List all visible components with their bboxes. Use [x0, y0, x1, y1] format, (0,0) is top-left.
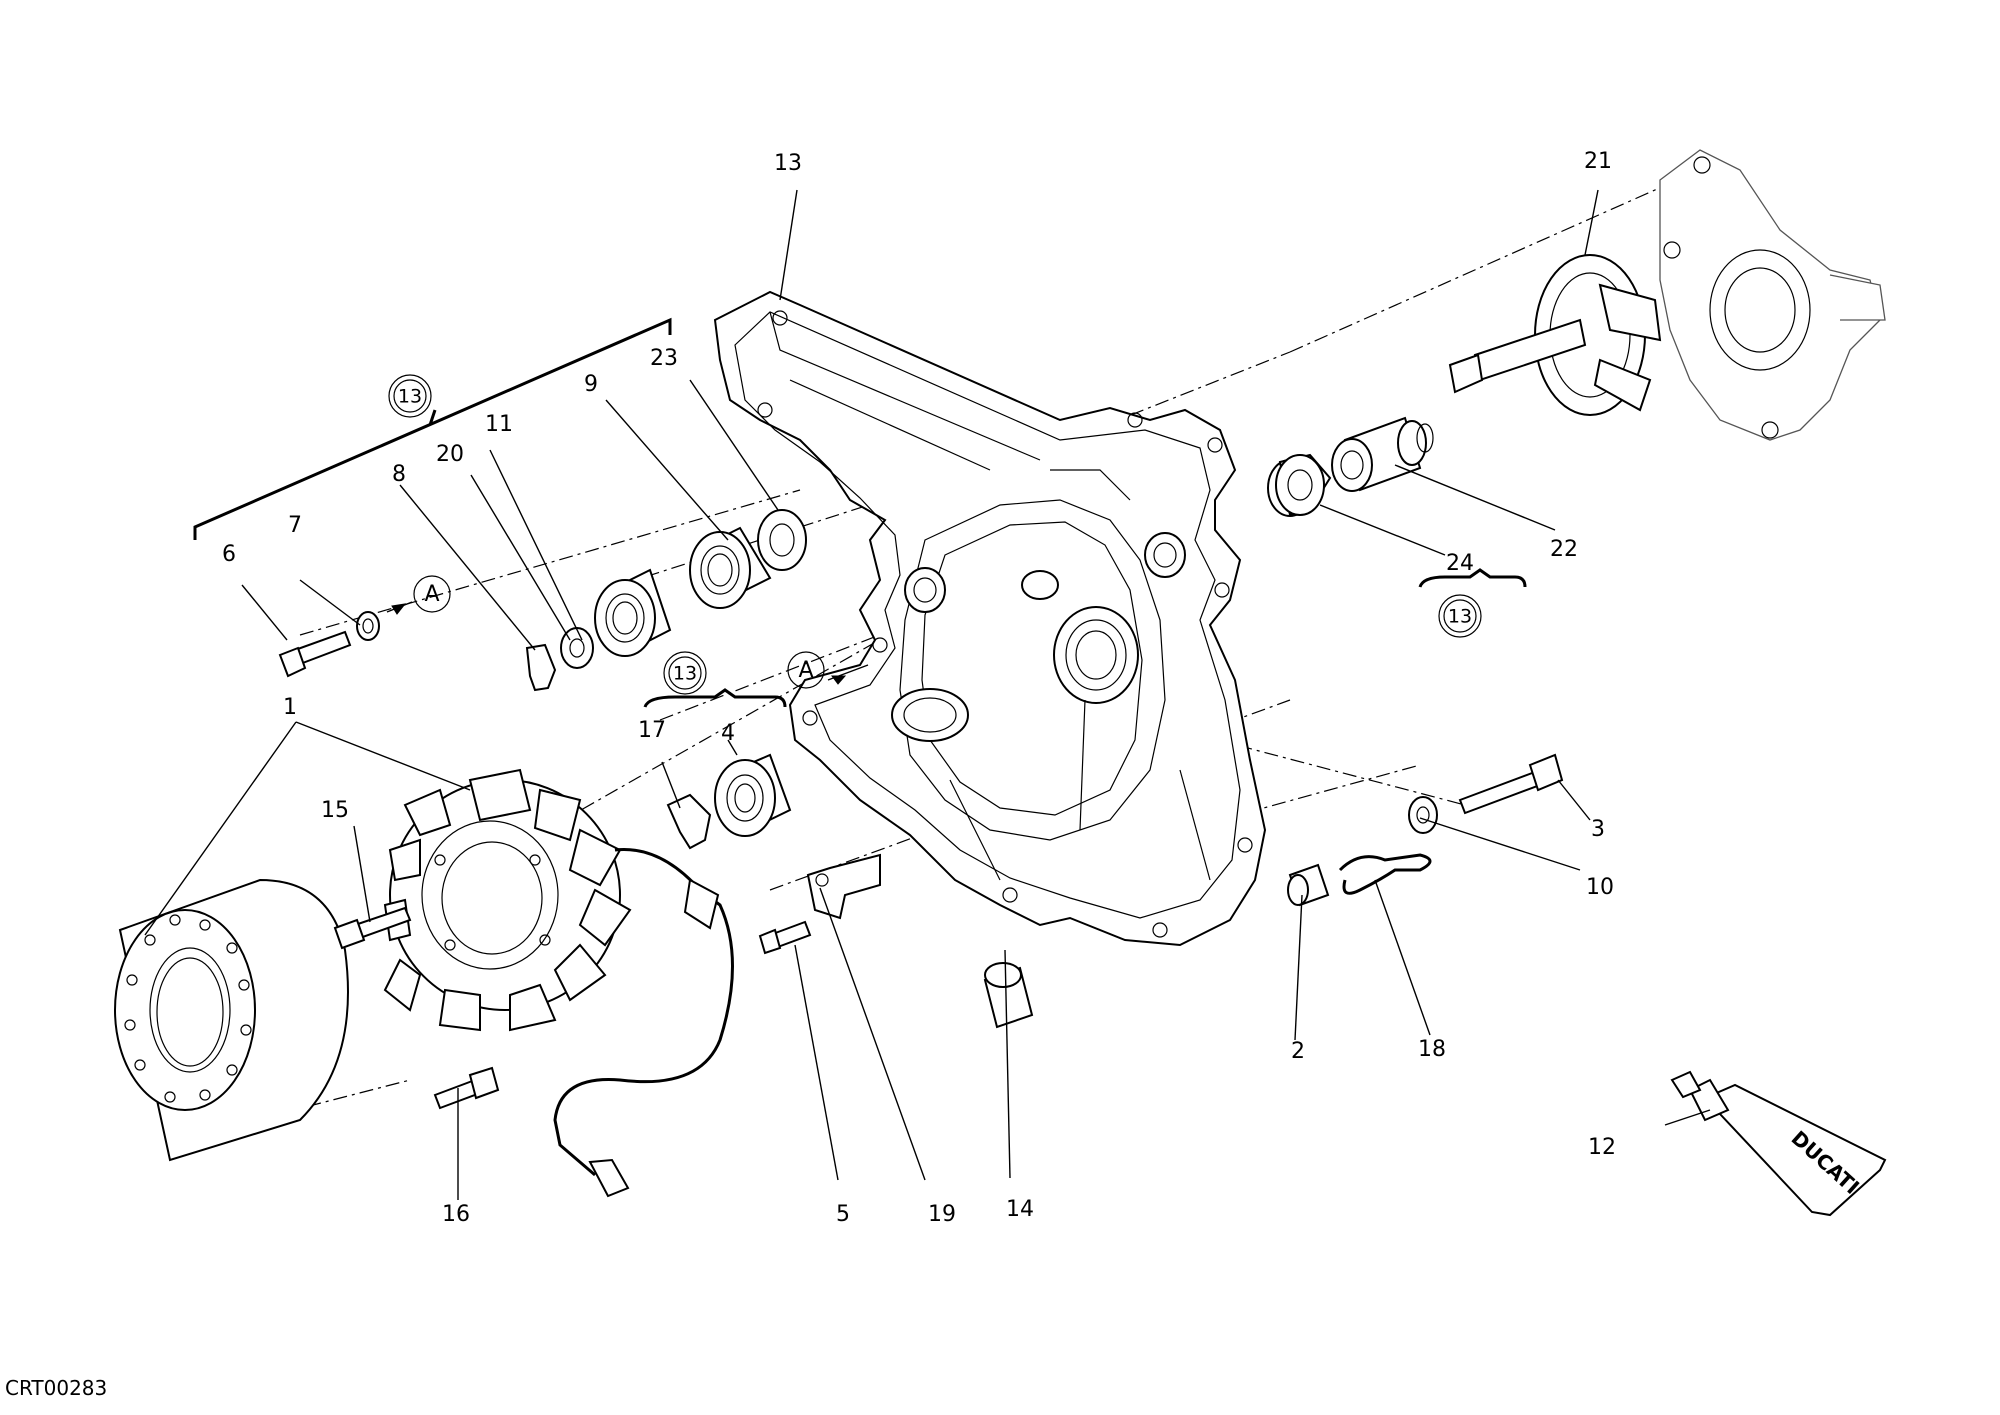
stator: [383, 768, 734, 1198]
kit-ref-a: 13: [388, 374, 432, 418]
mechanical-seal: [1331, 416, 1434, 492]
view-marker-2: A: [787, 651, 869, 689]
view-marker-1-label: A: [424, 582, 439, 607]
callout-16: 16: [442, 1202, 470, 1227]
callout-1: 1: [283, 695, 297, 720]
washer-10: [1408, 796, 1438, 834]
callout-6: 6: [222, 542, 236, 567]
callout-21: 21: [1584, 149, 1612, 174]
callout-20: 20: [436, 442, 464, 467]
leader-lines: [144, 189, 1711, 1200]
callout-2: 2: [1291, 1039, 1305, 1064]
callout-7: 7: [288, 513, 302, 538]
callout-5: 5: [836, 1202, 850, 1227]
screws: [333, 906, 812, 1110]
kit-bracket-right: [1418, 568, 1527, 588]
callout-labels: 1 2 3 4 5 6 7 8 9 10 11 12 13 14 15 16 1…: [222, 149, 1616, 1227]
kit-ref-b-label: 13: [673, 663, 697, 685]
kit-ref-a-label: 13: [398, 386, 422, 408]
callout-8: 8: [392, 462, 406, 487]
drawing-code: CRT00283: [5, 1376, 107, 1400]
bolt-3: [1458, 770, 1542, 815]
callout-18: 18: [1418, 1037, 1446, 1062]
circlip-8: [525, 643, 557, 692]
callout-3: 3: [1591, 817, 1605, 842]
kit-bracket-left-tick: [428, 409, 437, 426]
kit-brackets: [193, 317, 1527, 708]
pump-cover: [1659, 149, 1886, 441]
callout-12: 12: [1588, 1135, 1616, 1160]
callout-10: 10: [1586, 875, 1614, 900]
bearing-4-and-clip: [666, 753, 792, 850]
pump-impeller: [1448, 254, 1662, 416]
kit-ref-c: 13: [1438, 594, 1482, 638]
generator-cover: [713, 290, 1267, 947]
ring-23: [757, 509, 807, 571]
kit-ref-c-label: 13: [1448, 606, 1472, 628]
view-marker-2-label: A: [798, 658, 813, 683]
kit-bracket-left: [193, 317, 672, 540]
callout-23: 23: [650, 346, 678, 371]
callout-14: 14: [1006, 1197, 1034, 1222]
callout-24: 24: [1446, 551, 1474, 576]
bracket-and-spacer: [806, 853, 1034, 1029]
bolt-and-washer: [278, 611, 380, 678]
pump-bushing: [1267, 453, 1332, 517]
clip-18: [1338, 853, 1432, 895]
callout-17: 17: [638, 718, 666, 743]
callout-15: 15: [321, 798, 349, 823]
callout-11: 11: [485, 412, 513, 437]
kit-bracket-mid: [643, 688, 787, 708]
view-marker-1: A: [386, 575, 451, 615]
kit-ref-b: 13: [663, 651, 707, 695]
callout-9: 9: [584, 372, 598, 397]
sealant-tube: DUCATI: [1670, 1070, 1887, 1217]
callout-13: 13: [774, 151, 802, 176]
flywheel-rotor: [114, 878, 349, 1162]
callout-19: 19: [928, 1202, 956, 1227]
bearing-stack: [525, 509, 807, 692]
callout-4: 4: [721, 721, 735, 746]
callout-22: 22: [1550, 537, 1578, 562]
right-fasteners: [1287, 753, 1564, 907]
